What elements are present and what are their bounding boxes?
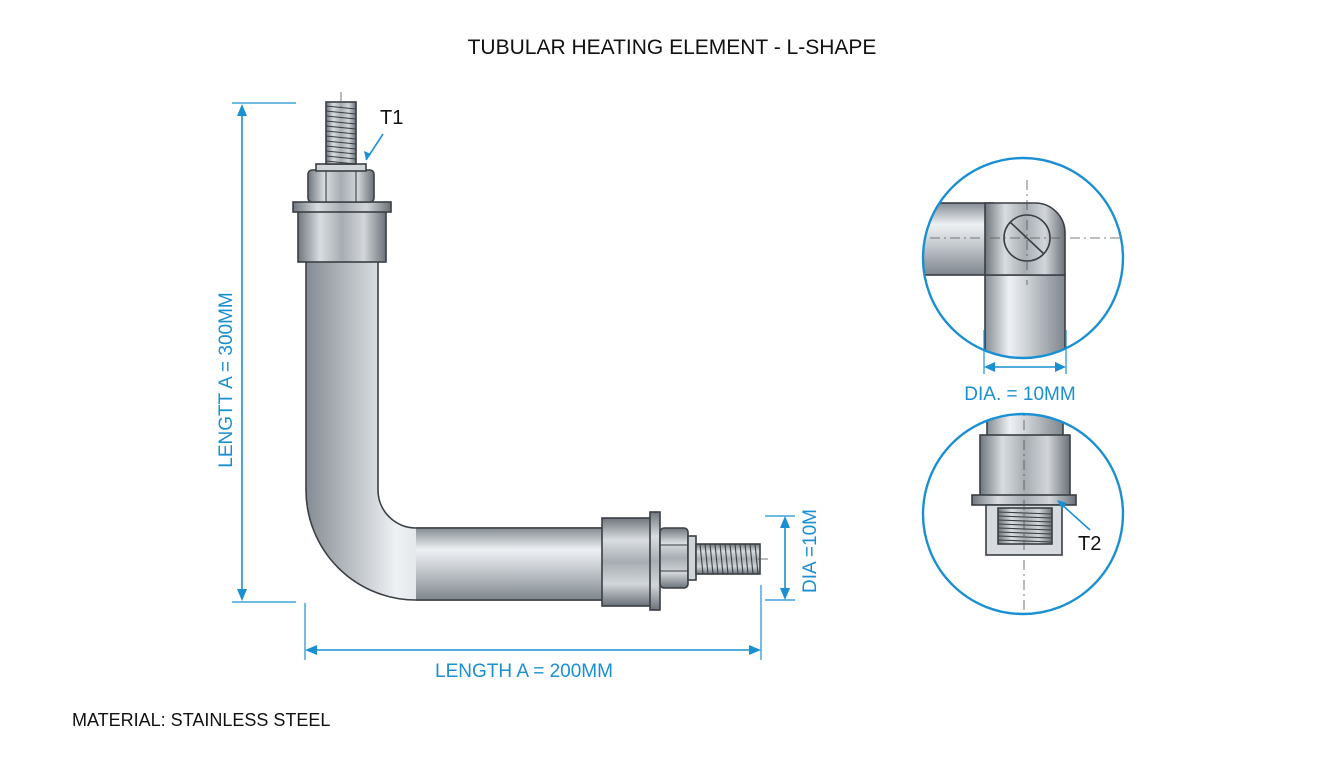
heating-element-body bbox=[292, 92, 772, 611]
side-diameter-dimension: DIA =10M bbox=[765, 509, 821, 601]
thread-line bbox=[704, 543, 709, 575]
right-washer bbox=[687, 535, 697, 581]
thread-line bbox=[325, 110, 357, 115]
detail-diameter-label: DIA. = 10MM bbox=[964, 384, 1075, 405]
thread-line bbox=[325, 160, 357, 165]
thread-line bbox=[744, 543, 749, 575]
elbow-detail-view bbox=[921, 156, 1125, 360]
top-sleeve bbox=[297, 209, 387, 263]
vertical-length-label: LENGTT A = 300MM bbox=[216, 292, 237, 467]
top-nut bbox=[307, 169, 375, 203]
vertical-length-dimension: LENGTT A = 300MM bbox=[216, 102, 296, 603]
thread-line bbox=[754, 543, 759, 575]
thread-line bbox=[997, 515, 1053, 519]
detail-diameter-dimension: DIA. = 10MM bbox=[964, 330, 1076, 405]
t1-callout: T1 bbox=[364, 107, 403, 161]
thread-line bbox=[325, 125, 357, 130]
horizontal-length-label: LENGTH A = 200MM bbox=[435, 661, 613, 682]
right-sleeve bbox=[601, 517, 653, 607]
top-terminal bbox=[292, 101, 392, 263]
thread-line bbox=[325, 140, 357, 145]
top-flange bbox=[292, 201, 392, 213]
top-washer bbox=[315, 163, 367, 172]
thread-line bbox=[997, 519, 1053, 523]
right-nut bbox=[659, 527, 689, 589]
thread-line bbox=[997, 523, 1053, 527]
thread-line bbox=[325, 115, 357, 120]
t2-callout: T2 bbox=[1057, 500, 1101, 555]
tube-bend bbox=[305, 259, 607, 601]
thread-line bbox=[714, 543, 719, 575]
thread-line bbox=[325, 155, 357, 160]
terminal-detail-view bbox=[921, 412, 1125, 616]
thread-line bbox=[749, 543, 754, 575]
thread-line bbox=[997, 527, 1053, 531]
material-note: MATERIAL: STAINLESS STEEL bbox=[72, 710, 330, 730]
thread-line bbox=[739, 543, 744, 575]
thread-line bbox=[719, 543, 724, 575]
thread-line bbox=[325, 130, 357, 135]
thread-line bbox=[729, 543, 734, 575]
thread-line bbox=[997, 511, 1053, 515]
right-terminal bbox=[601, 511, 761, 611]
elbow-detail-frame bbox=[921, 156, 1125, 360]
side-diameter-label: DIA =10M bbox=[800, 509, 821, 593]
horizontal-length-dimension: LENGTH A = 200MM bbox=[304, 585, 762, 682]
thread-line bbox=[699, 543, 704, 575]
thread-line bbox=[325, 135, 357, 140]
terminal-detail-frame bbox=[921, 412, 1125, 616]
thread-line bbox=[325, 150, 357, 155]
thread-line bbox=[997, 531, 1053, 535]
t2-label: T2 bbox=[1078, 533, 1101, 555]
thread-line bbox=[325, 120, 357, 125]
thread-line bbox=[997, 535, 1053, 539]
drawing-title: TUBULAR HEATING ELEMENT - L-SHAPE bbox=[468, 36, 877, 59]
thread-line bbox=[997, 539, 1053, 543]
thread-line bbox=[724, 543, 729, 575]
thread-line bbox=[734, 543, 739, 575]
t1-label: T1 bbox=[380, 107, 403, 129]
thread-line bbox=[709, 543, 714, 575]
thread-line bbox=[325, 145, 357, 150]
right-flange bbox=[649, 511, 661, 611]
